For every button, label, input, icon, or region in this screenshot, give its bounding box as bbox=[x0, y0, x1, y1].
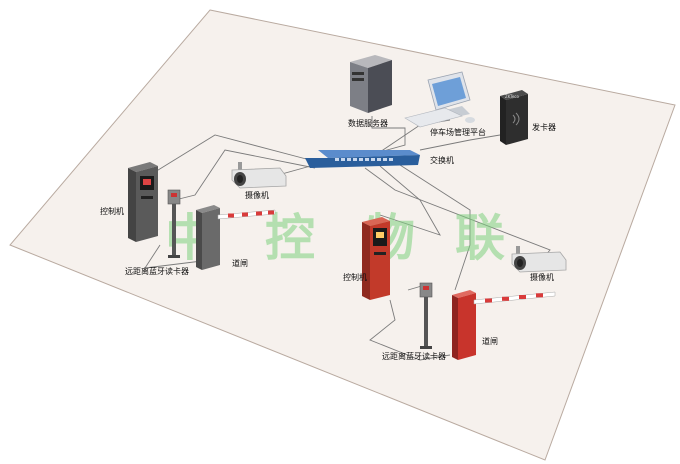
data-server-icon bbox=[350, 55, 392, 113]
card-issuer-brand: ZKTeco bbox=[505, 94, 519, 99]
label-reader-left: 远距离蓝牙读卡器 bbox=[125, 266, 189, 276]
controller-right-icon bbox=[362, 217, 390, 300]
label-gate-left: 道闸 bbox=[232, 258, 248, 268]
label-controller-left: 控制机 bbox=[100, 206, 124, 216]
label-controller-right: 控制机 bbox=[343, 272, 367, 282]
label-gate-right: 道闸 bbox=[482, 336, 498, 346]
label-parking-platform: 停车场管理平台 bbox=[430, 127, 486, 137]
watermark-char-2: 控 bbox=[265, 209, 315, 267]
label-camera-right: 摄像机 bbox=[530, 272, 554, 282]
label-data-server: 数据服务器 bbox=[348, 118, 388, 128]
label-switch: 交换机 bbox=[430, 155, 454, 165]
network-switch-icon bbox=[305, 150, 420, 168]
label-camera-left: 摄像机 bbox=[245, 190, 269, 200]
floor-plane bbox=[10, 10, 675, 460]
label-reader-right: 远距离蓝牙读卡器 bbox=[382, 351, 446, 361]
label-card-issuer: 发卡器 bbox=[532, 122, 556, 132]
controller-left-icon bbox=[128, 162, 158, 242]
watermark-char-4: 联 bbox=[455, 209, 505, 267]
